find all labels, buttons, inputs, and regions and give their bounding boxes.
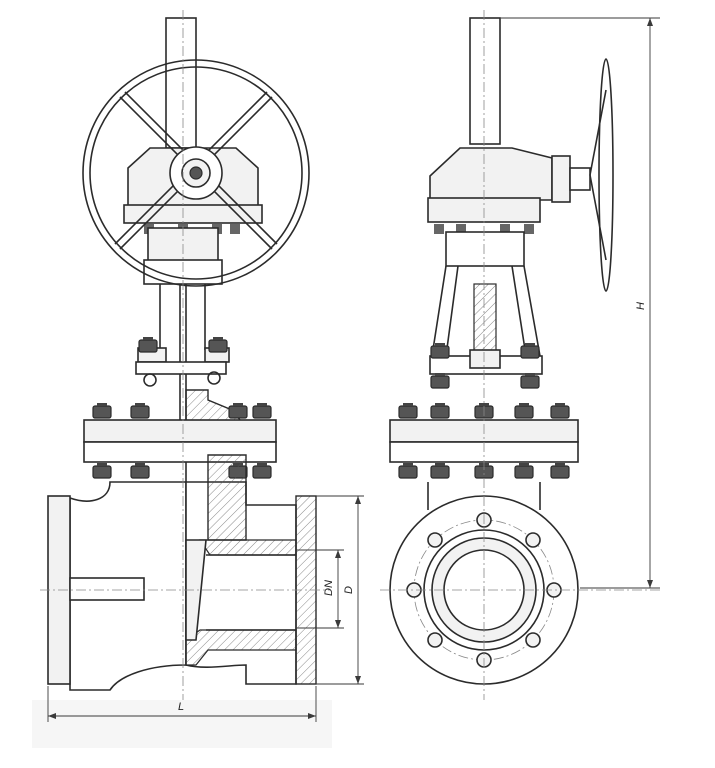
length-label: L [178, 701, 184, 713]
handwheel-side [598, 58, 614, 292]
d-label: D [343, 586, 355, 594]
flange-nuts-top [92, 402, 272, 419]
dimension-l: L [47, 686, 317, 722]
stem-top [165, 17, 197, 149]
dn-label: DN [323, 580, 335, 596]
dimension-h: H [500, 17, 660, 589]
height-label: H [635, 302, 647, 310]
front-section-view [32, 10, 332, 748]
dimension-dn-d: DN D [296, 495, 364, 685]
bolt-holes [406, 512, 562, 668]
body-flange [83, 419, 277, 443]
side-view [380, 10, 660, 700]
gearbox-side [429, 147, 553, 201]
gate-wedge [185, 539, 207, 641]
